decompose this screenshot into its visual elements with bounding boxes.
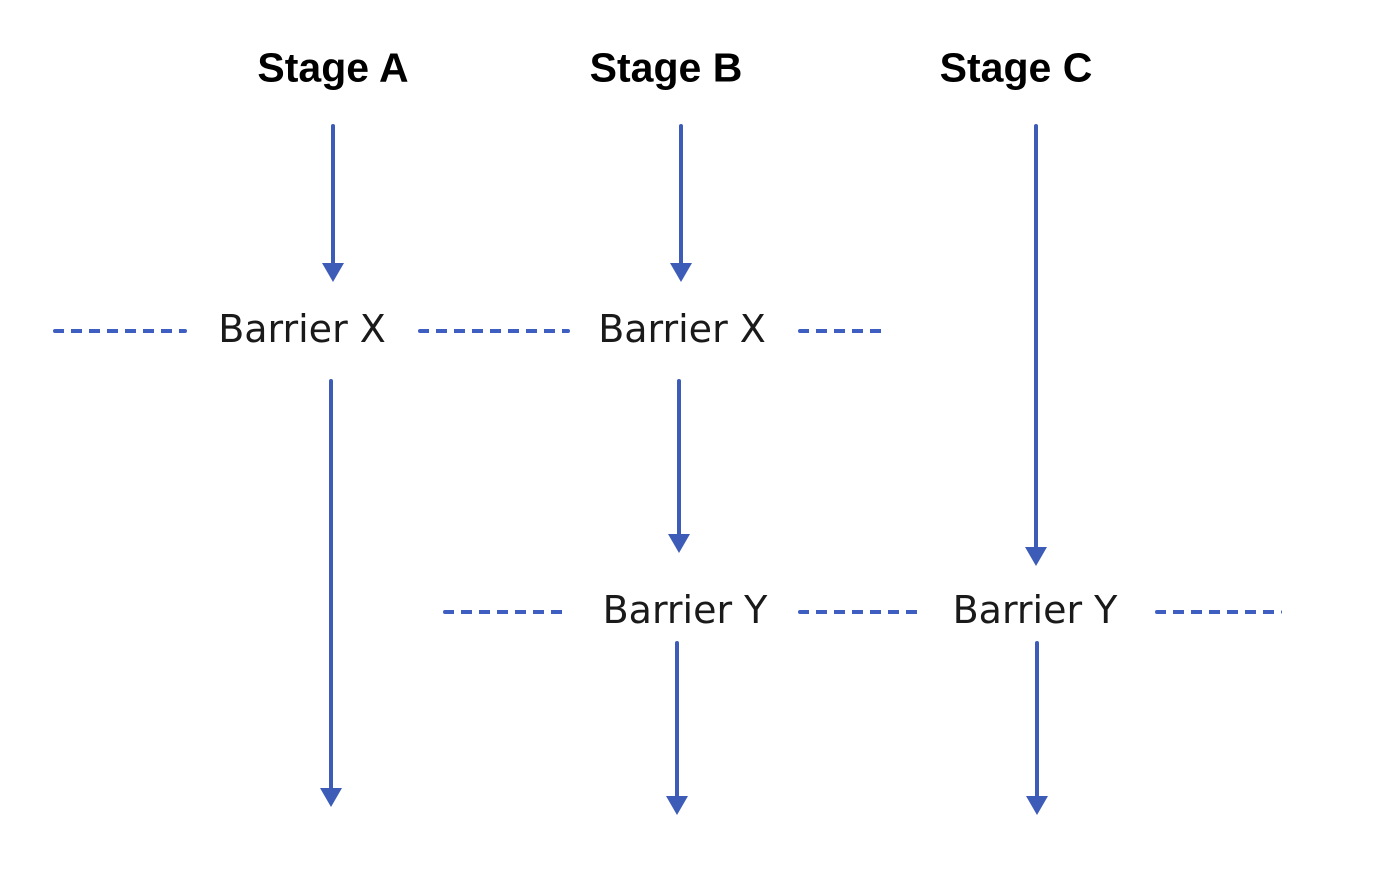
barrier-y-label-stage-b: Barrier Y: [596, 588, 774, 632]
stage-a-label: Stage A: [257, 44, 409, 91]
arrow-shaft: [677, 379, 681, 536]
stage-a-arrow-to-end: [320, 379, 342, 807]
arrow-shaft: [1034, 124, 1038, 549]
barrier-y-dash-segment: [443, 610, 567, 614]
barrier-y-dash-segment: [798, 610, 923, 614]
arrow-head-icon: [666, 796, 688, 815]
arrow-head-icon: [322, 263, 344, 282]
arrow-head-icon: [668, 534, 690, 553]
stage-b-arrow-to-barrier-x: [670, 124, 692, 282]
stage-a-arrow-to-barrier-x: [322, 124, 344, 282]
arrow-shaft: [329, 379, 333, 790]
barrier-x-dash-segment: [53, 329, 187, 333]
stage-b-arrow-to-end: [666, 641, 688, 815]
stage-c-label: Stage C: [939, 44, 1093, 91]
barrier-y-dash-segment: [1155, 610, 1282, 614]
arrow-head-icon: [670, 263, 692, 282]
barrier-x-dash-segment: [418, 329, 570, 333]
barrier-x-label-stage-b: Barrier X: [592, 307, 772, 351]
stage-c-arrow-to-end: [1026, 641, 1048, 815]
stage-c-arrow-to-barrier-y: [1025, 124, 1047, 566]
arrow-head-icon: [320, 788, 342, 807]
arrow-head-icon: [1025, 547, 1047, 566]
barrier-x-dash-segment: [798, 329, 888, 333]
arrow-head-icon: [1026, 796, 1048, 815]
barrier-x-label-stage-a: Barrier X: [212, 307, 392, 351]
stage-b-label: Stage B: [589, 44, 743, 91]
arrow-shaft: [331, 124, 335, 265]
barrier-y-label-stage-c: Barrier Y: [946, 588, 1124, 632]
arrow-shaft: [679, 124, 683, 265]
stage-b-arrow-to-barrier-y: [668, 379, 690, 553]
arrow-shaft: [1035, 641, 1039, 798]
arrow-shaft: [675, 641, 679, 798]
